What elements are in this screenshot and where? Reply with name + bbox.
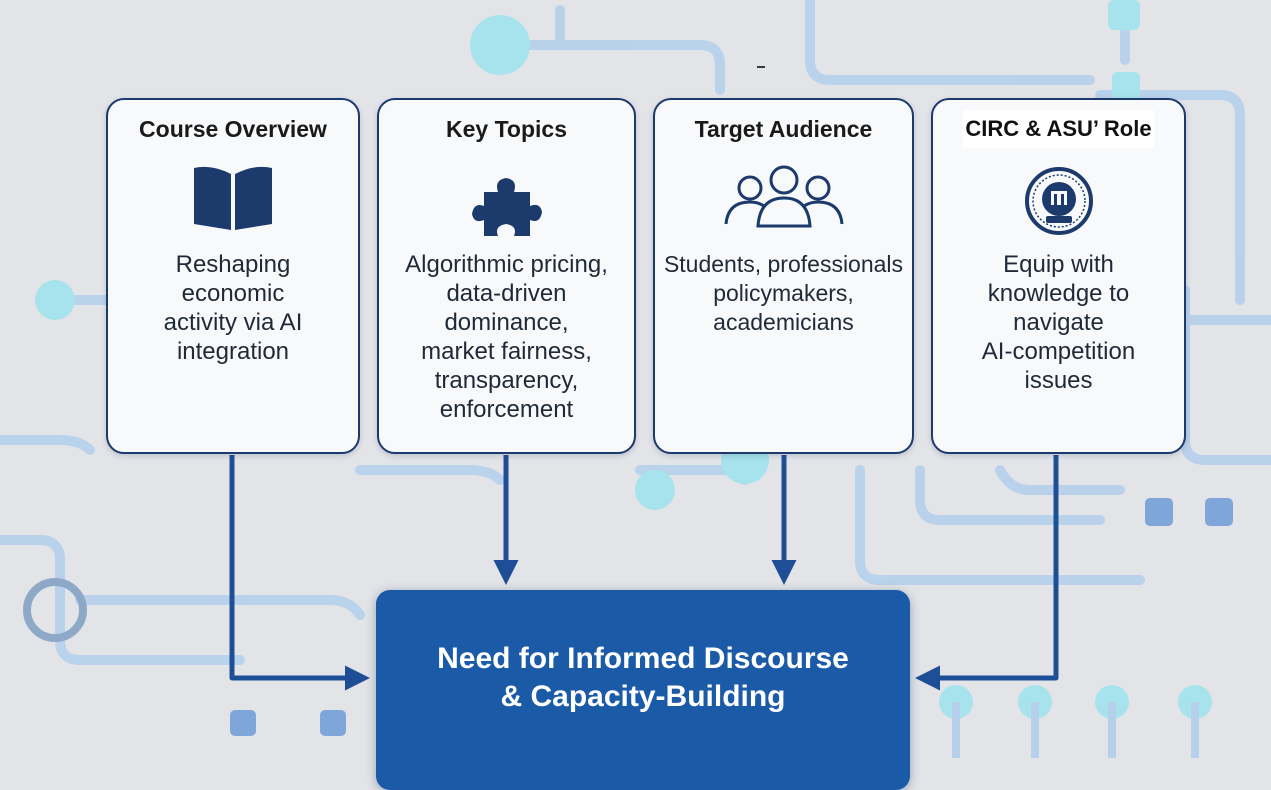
decorative-tick <box>757 66 765 68</box>
target-box: Need for Informed Discourse & Capacity-B… <box>376 590 910 790</box>
card-title: CIRC & ASU’ Role <box>963 110 1154 148</box>
arrow-circ-asu-role <box>915 455 1059 691</box>
connector-arrows <box>229 455 1059 691</box>
card-description: Students, professionals policymakers, ac… <box>663 251 904 335</box>
card-course-overview: Course Overview Reshaping economic activ… <box>106 98 360 454</box>
card-title: Key Topics <box>446 116 567 142</box>
card-description: Reshaping economic activity via AI integ… <box>163 251 303 365</box>
arrow-course-overview <box>229 455 370 691</box>
card-target-audience: Target Audience Students, professionals … <box>653 98 914 454</box>
card-description: Algorithmic pricing, data-driven dominan… <box>405 251 608 423</box>
card-title: Course Overview <box>139 116 327 142</box>
open-book-icon <box>190 162 276 237</box>
card-title: Target Audience <box>694 116 873 142</box>
target-label: Need for Informed Discourse & Capacity-B… <box>437 642 849 713</box>
institute-seal-icon <box>1024 166 1094 241</box>
card-circ-asu-role: CIRC & ASU’ Role Equip with knowledge to… <box>931 98 1186 454</box>
people-group-icon <box>722 164 846 235</box>
card-description: Equip with knowledge to navigate AI-comp… <box>981 251 1136 394</box>
card-key-topics: Key Topics Algorithmic pricing, data-dri… <box>377 98 636 454</box>
puzzle-piece-icon <box>470 170 544 245</box>
